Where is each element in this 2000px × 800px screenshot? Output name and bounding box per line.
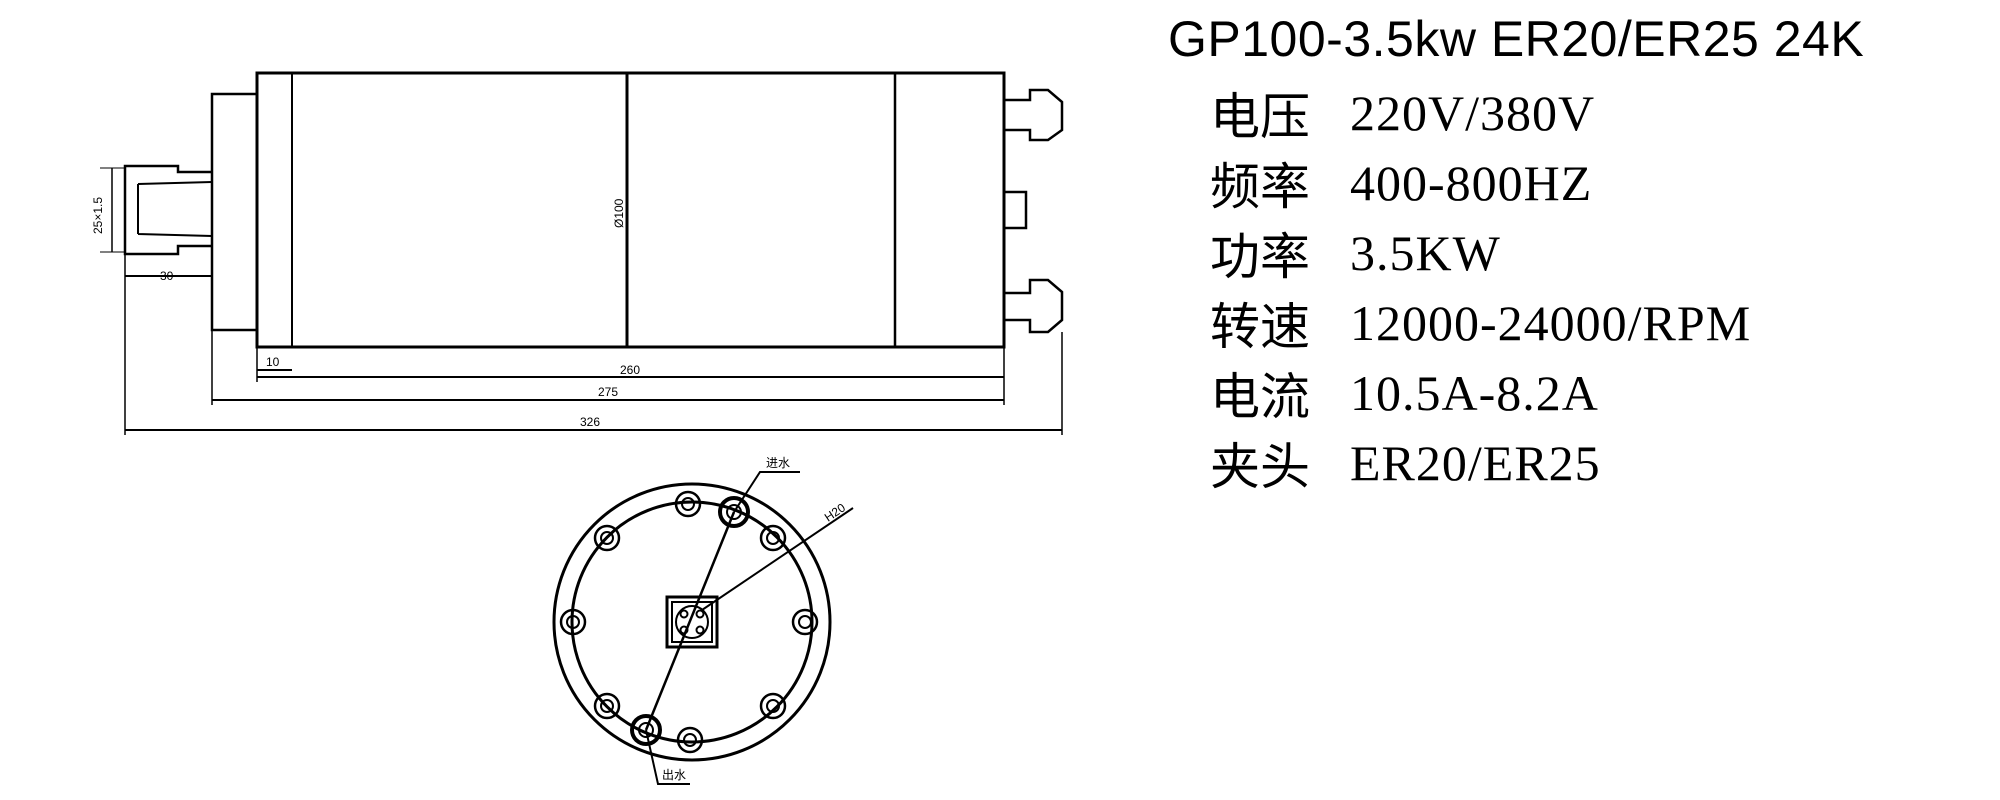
side-view: Ø100 25×1.5 30 10 260 275 326 [91,71,1064,435]
bolt-hole [593,692,621,720]
water-outlet-port [630,714,662,746]
dim-shaft-label: 30 [160,269,174,283]
spec-current: 电流 10.5A-8.2A [1210,358,1751,428]
water-fitting-top [1004,88,1064,142]
diameter-label: Ø100 [612,198,626,228]
spec-label: 功率 [1210,228,1310,286]
nose-taper [137,181,213,237]
spec-value: 10.5A-8.2A [1350,365,1599,421]
spec-label: 电流 [1210,368,1310,426]
front-flange [210,92,259,332]
dim-body-label: 260 [620,363,640,377]
spec-frequency: 频率 400-800HZ [1210,148,1751,218]
spec-power: 功率 3.5KW [1210,218,1751,288]
model-title: GP100-3.5kw ER20/ER25 24K [1168,11,1865,67]
spec-value: ER20/ER25 [1350,435,1601,491]
inlet-label: 进水 [766,456,790,470]
spindle-nose [123,164,212,256]
spec-label: 转速 [1210,298,1310,356]
bolt-hole [674,490,702,518]
water-inlet-port [718,496,750,528]
bolt-hole [593,524,621,552]
bolt-hole [759,692,787,720]
connector-leader [701,507,854,611]
inlet-leader [733,471,800,513]
dim-overall-label: 326 [580,415,600,429]
motor-body [255,71,1006,349]
bolt-hole [791,608,819,636]
bolt-hole [559,608,587,636]
connector-label: H20 [822,500,848,524]
spec-list: 电压 220V/380V 频率 400-800HZ 功率 3.5KW 转速 12… [1210,78,1751,498]
spec-label: 电压 [1210,88,1310,146]
end-view-inner-circle [570,500,814,744]
spec-value: 12000-24000/RPM [1350,295,1752,351]
spec-label: 频率 [1210,158,1310,216]
port-axis-line [644,511,736,731]
spec-value: 3.5KW [1350,225,1501,281]
spec-collet: 夹头 ER20/ER25 [1210,428,1751,498]
water-fitting-bottom [1004,278,1064,334]
cable-connector [1002,190,1028,230]
spec-value: 220V/380V [1350,85,1596,141]
end-view: H20 进水 出水 [552,456,854,785]
bolt-hole [676,726,704,754]
spec-speed: 转速 12000-24000/RPM [1210,288,1751,358]
outlet-leader [645,729,690,785]
outlet-label: 出水 [662,768,686,782]
end-view-outer-circle [552,482,832,762]
bolt-hole [759,524,787,552]
dim-flange-label: 10 [266,355,280,369]
spec-voltage: 电压 220V/380V [1210,78,1751,148]
spec-value: 400-800HZ [1350,155,1593,211]
thread-label: 25×1.5 [91,197,105,234]
center-connector [665,595,719,649]
spec-label: 夹头 [1210,438,1310,496]
dim-housing-label: 275 [598,385,618,399]
